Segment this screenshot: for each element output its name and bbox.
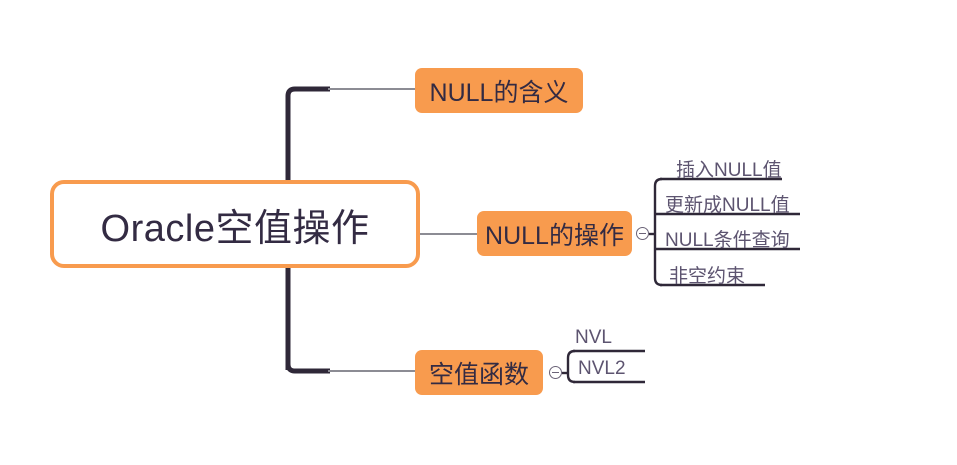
root-node-label: Oracle空值操作: [100, 207, 370, 250]
branch-node-null-meaning-label: NULL的含义: [429, 78, 569, 107]
leaf-null-condition-query[interactable]: NULL条件查询: [665, 230, 790, 251]
root-node[interactable]: Oracle空值操作: [50, 180, 420, 268]
branch-node-null-meaning[interactable]: NULL的含义: [415, 68, 583, 113]
collapse-minus-icon-null-operations[interactable]: [636, 227, 649, 240]
leaf-nvl2[interactable]: NVL2: [578, 358, 626, 379]
leaf-insert-null-value[interactable]: 插入NULL值: [676, 160, 782, 181]
branch-node-null-operations-label: NULL的操作: [485, 221, 624, 250]
branch-node-null-functions-label: 空值函数: [428, 360, 529, 389]
leaf-update-to-null-value[interactable]: 更新成NULL值: [665, 195, 790, 216]
branch-node-null-functions[interactable]: 空值函数: [415, 350, 543, 395]
collapse-minus-icon-null-functions[interactable]: [549, 366, 562, 379]
branch-node-null-operations[interactable]: NULL的操作: [477, 211, 632, 256]
leaf-nvl[interactable]: NVL: [575, 327, 612, 348]
leaf-not-null-constraint[interactable]: 非空约束: [669, 266, 746, 287]
